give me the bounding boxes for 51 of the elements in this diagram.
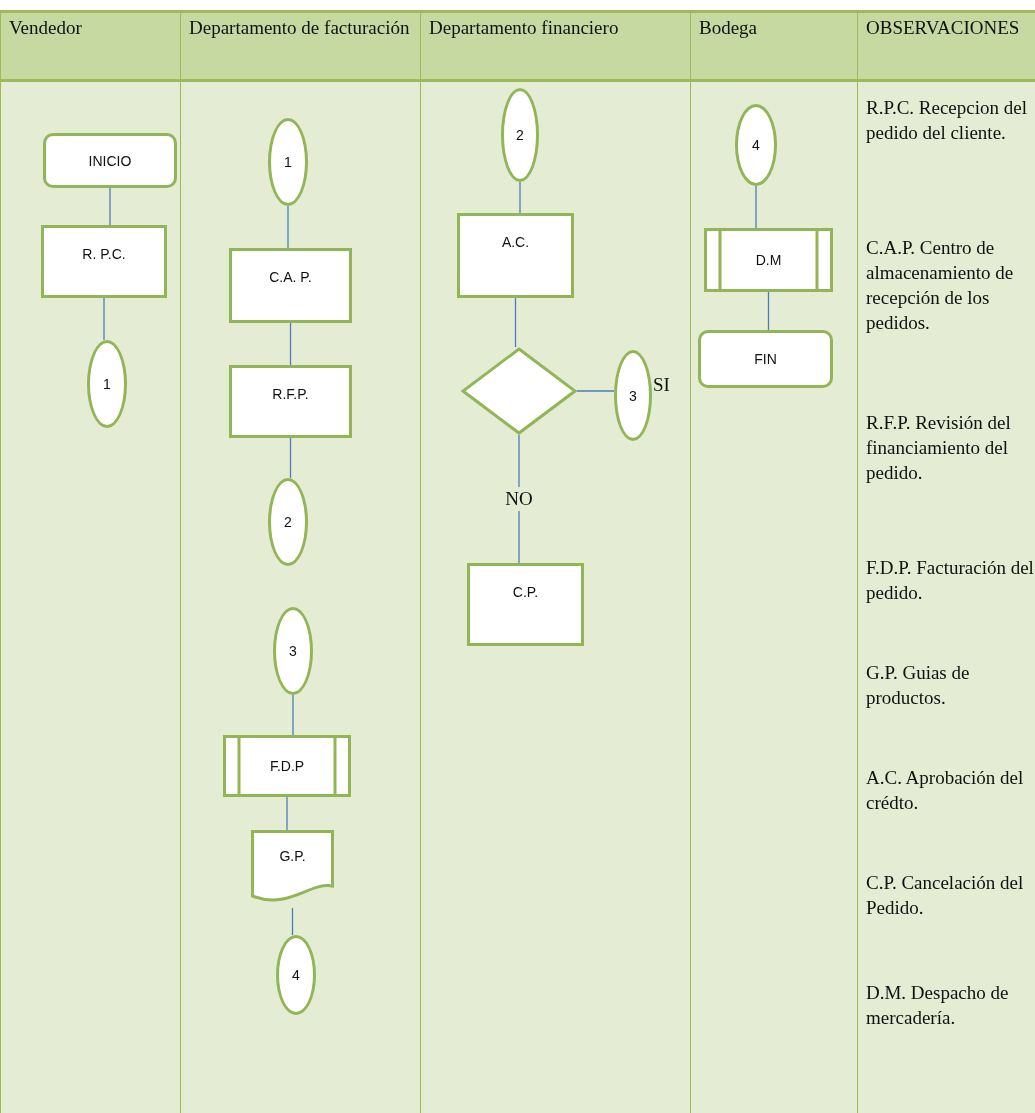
- lane-header: Vendedor: [1, 10, 180, 82]
- ellipse-node: 4: [735, 104, 777, 186]
- connector-line: [514, 297, 517, 348]
- ellipse-node: 4: [276, 935, 316, 1015]
- subprocess-box: F.D.P: [223, 735, 351, 797]
- ellipse-node: 1: [87, 340, 127, 428]
- connector-line: [519, 181, 521, 214]
- lane-header: Departamento financiero: [421, 10, 690, 82]
- connector-line: [286, 796, 288, 831]
- ellipse-node: 1: [268, 118, 308, 206]
- process-box: C.P.: [467, 563, 584, 646]
- swimlane: [180, 10, 420, 1113]
- process-box: R.F.P.: [229, 365, 352, 438]
- terminal-box: INICIO: [43, 133, 177, 188]
- connector-line: [755, 185, 757, 229]
- process-box: C.A. P.: [229, 248, 352, 323]
- terminal-box: FIN: [698, 330, 833, 388]
- connector-line: [291, 907, 294, 936]
- note-text: A.C. Aprobación del crédto.: [866, 766, 1025, 815]
- lane-header: Departamento de facturación: [181, 10, 420, 82]
- connector-line: [576, 390, 615, 392]
- process-box: A.C.: [457, 213, 574, 298]
- note-text: F.D.P. Facturación del pedido.: [866, 556, 1035, 605]
- note-text: R.P.C. Recepcion del pedido del cliente.: [866, 96, 1028, 145]
- swimlane: [420, 10, 690, 1113]
- ellipse-node: 3: [614, 350, 652, 441]
- connector-line: [292, 694, 294, 736]
- ellipse-node: 3: [273, 607, 313, 695]
- note-text: C.P. Cancelación del Pedido.: [866, 871, 1025, 920]
- edge-label: NO: [503, 487, 535, 511]
- note-text: R.F.P. Revisión del financiamiento del pedido.: [866, 411, 1012, 485]
- note-text: D.M. Despacho de mercadería.: [866, 981, 1010, 1030]
- swimlane: [0, 10, 180, 1113]
- subprocess-box: D.M: [704, 228, 833, 292]
- lane-header: OBSERVACIONES: [858, 10, 1035, 82]
- decision-diamond: [461, 347, 577, 435]
- connector-line: [289, 322, 292, 366]
- note-text: G.P. Guias de productos.: [866, 661, 971, 710]
- connector-line: [103, 297, 105, 341]
- process-box: R. P.C.: [41, 225, 167, 298]
- branch-label: SI: [653, 373, 670, 396]
- swimlane: [857, 10, 1035, 1113]
- ellipse-node: 2: [268, 478, 308, 566]
- note-text: C.A.P. Centro de almacenamiento de recepción de los pedidos.: [866, 236, 1015, 335]
- ellipse-node: 2: [501, 88, 539, 182]
- connector-line: [287, 205, 289, 249]
- swimlane: [690, 10, 857, 1113]
- connector-line: [289, 437, 292, 479]
- connector-line: [109, 187, 111, 226]
- connector-line: [767, 291, 770, 331]
- lane-header: Bodega: [691, 10, 857, 82]
